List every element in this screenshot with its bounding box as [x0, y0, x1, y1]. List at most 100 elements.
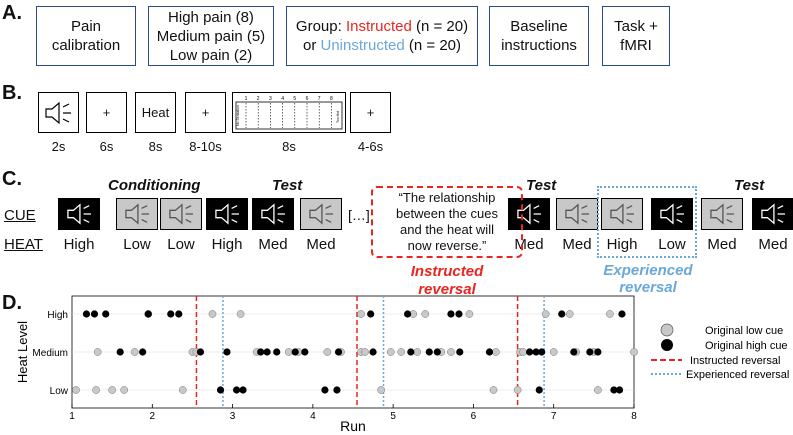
panel-label-b: B.	[2, 82, 22, 104]
test-label-2: Test	[526, 177, 557, 194]
quote-line: and the heat will	[400, 222, 494, 237]
high-cue-point	[456, 348, 464, 356]
high-cue-point	[407, 348, 415, 356]
high-cue-point	[102, 310, 110, 318]
legend-low-cue: Original low cue	[705, 325, 783, 337]
duration-label: 8-10s	[189, 139, 222, 154]
group-n: (n = 20)	[411, 18, 469, 35]
cue-card-5	[252, 198, 294, 230]
legend-high-cue: Original high cue	[705, 340, 788, 352]
speaker-icon	[125, 203, 149, 225]
step-task-fmri: Task +fMRI	[602, 6, 670, 66]
low-cue-point	[421, 310, 430, 318]
heat-level-label: Med	[562, 236, 592, 253]
high-cue-point	[433, 348, 441, 356]
test-label-1: Test	[272, 177, 303, 194]
y-tick-label: Low	[50, 386, 69, 397]
cue-row-label: CUE	[4, 207, 36, 224]
fixation-cross: +	[201, 105, 210, 120]
duration-label: 6s	[99, 139, 114, 154]
label-line: reversal	[418, 281, 476, 298]
high-cue-point	[532, 348, 540, 356]
low-cue-point	[492, 348, 500, 356]
low-cue-point	[361, 348, 369, 356]
low-cue-point	[323, 348, 332, 356]
high-cue-point	[535, 386, 543, 394]
low-cue-point	[519, 348, 528, 356]
step-text: Medium pain (5)	[156, 27, 266, 45]
low-cue-point	[565, 310, 574, 318]
heat-level-label: Med	[258, 236, 288, 253]
speaker-icon	[261, 203, 285, 225]
fixation-screen-1: +	[86, 92, 127, 133]
high-cue-point	[232, 386, 241, 394]
low-cue-point	[178, 386, 187, 394]
cue-card-11	[701, 198, 743, 230]
high-cue-point	[82, 310, 91, 318]
scale-number: 4	[281, 96, 284, 102]
x-tick-label: 4	[310, 411, 316, 422]
high-cue-point	[257, 348, 265, 356]
speaker-icon	[761, 203, 785, 225]
group-text: Group:	[295, 18, 346, 35]
speaker-icon	[309, 203, 333, 225]
speaker-icon	[565, 203, 589, 225]
quote-line: now reverse.”	[407, 238, 487, 253]
x-tick-label: 3	[230, 411, 236, 422]
scale-number: 1	[245, 96, 248, 102]
high-cue-point	[196, 348, 205, 356]
heat-level-label: High	[63, 236, 95, 253]
cue-card-10	[651, 198, 693, 230]
experienced-reversal-box	[597, 186, 697, 258]
high-cue-point	[369, 348, 377, 356]
duration-label: 2s	[51, 139, 66, 154]
low-cue-point	[72, 386, 80, 394]
low-cue-point	[447, 348, 455, 356]
fixation-screen-2: +	[185, 92, 226, 133]
legend-high-cue-marker	[661, 339, 673, 351]
low-cue-point	[108, 386, 116, 394]
high-cue-point	[586, 348, 594, 356]
panel-label-c: C.	[2, 168, 22, 190]
low-cue-point	[513, 386, 522, 394]
speaker-icon	[67, 203, 91, 225]
scale-number: 2	[257, 96, 260, 102]
low-cue-point	[489, 386, 498, 394]
low-cue-point	[594, 386, 602, 394]
legend-experienced: Experienced reversal	[686, 369, 789, 381]
or-text: or	[302, 37, 321, 54]
x-tick-label: 8	[631, 411, 637, 422]
cue-card-3	[160, 198, 202, 230]
fixation-cross: +	[366, 105, 375, 120]
high-cue-point	[175, 310, 183, 318]
scale-left-label: No Sensation	[236, 105, 240, 126]
high-cue-point	[367, 310, 375, 318]
cue-card-4	[206, 198, 248, 230]
high-cue-point	[610, 386, 618, 394]
scale-number: 5	[293, 96, 296, 102]
heat-level-label: High	[211, 236, 243, 253]
uninstructed-text: Uninstructed	[320, 37, 405, 54]
high-cue-point	[144, 310, 152, 318]
low-cue-point	[630, 348, 638, 356]
heat-level-label: Low	[658, 236, 686, 253]
high-cue-point	[216, 386, 225, 394]
speaker-icon	[44, 101, 71, 124]
label-line: Experienced	[603, 262, 693, 279]
panel-label-a: A.	[2, 2, 22, 24]
quote-line: between the cues	[396, 206, 498, 221]
low-cue-point	[377, 386, 385, 394]
high-cue-point	[273, 348, 281, 356]
heat-level-label: Low	[167, 236, 195, 253]
x-tick-label: 7	[551, 411, 557, 422]
low-cue-point	[92, 386, 100, 394]
step-text: instructions	[501, 37, 577, 54]
step-text: High pain (8)	[168, 8, 254, 26]
step-group: Group: Instructed (n = 20) or Uninstruct…	[286, 6, 478, 66]
speaker-icon	[710, 203, 734, 225]
x-tick-label: 6	[471, 411, 477, 422]
low-cue-point	[397, 348, 406, 356]
